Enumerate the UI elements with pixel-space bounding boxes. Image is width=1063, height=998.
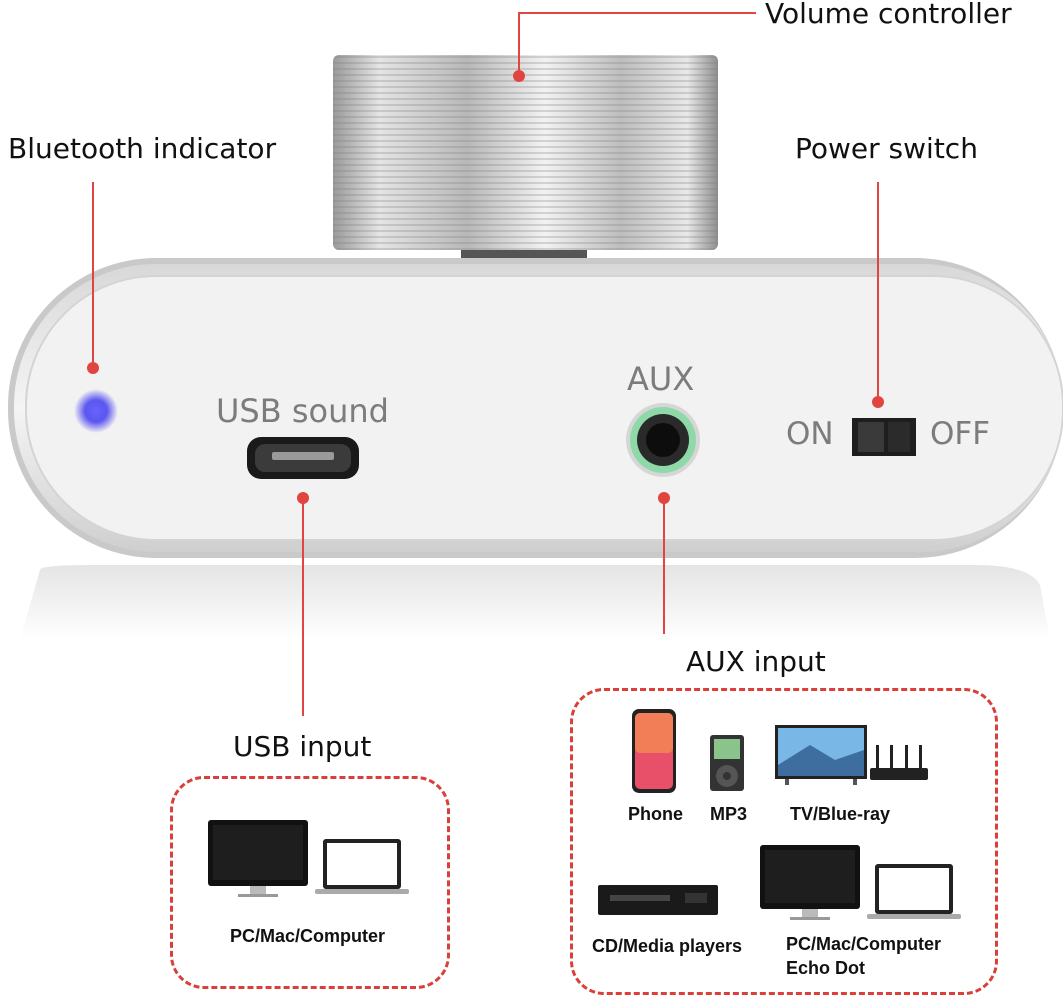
aux-callout-line [663,498,665,634]
mp3-player-icon [710,735,744,791]
tv-icon [775,725,867,785]
laptop-icon [315,839,409,894]
amplifier-illustration [8,55,1063,640]
aux-label: AUX [627,360,695,398]
usb-pc-label: PC/Mac/Computer [230,926,386,946]
usb-sound-label: USB sound [216,392,389,430]
aux-devices-icons-row2 [598,845,961,920]
bluetooth-led [74,389,118,433]
aux-devices-box [570,688,998,995]
aux-input-label: AUX input [686,645,826,678]
amplifier-body [8,258,1063,558]
monitor-icon [760,845,860,920]
volume-callout-line-v [518,12,520,74]
volume-knob [333,55,718,260]
usb-devices-box [170,776,450,989]
off-label: OFF [930,416,991,452]
aux-phone-label: Phone [628,804,684,824]
power-switch [852,418,916,456]
bluetooth-indicator-label: Bluetooth indicator [8,132,277,165]
laptop-icon [867,864,961,919]
usb-port [247,437,359,479]
power-callout-dot [872,396,884,408]
phone-icon [632,709,676,793]
aux-pc-label: PC/Mac/Computer [786,934,942,954]
on-label: ON [786,416,834,452]
aux-jack [626,403,700,477]
power-callout-line [877,182,879,402]
usb-callout-line [302,498,304,716]
cd-player-icon [598,885,718,915]
usb-devices-icons [208,820,409,897]
bluetooth-callout-line [92,182,94,368]
power-switch-label: Power switch [795,132,978,165]
volume-controller-label: Volume controller [765,0,1012,30]
aux-echo-label: Echo Dot [786,958,865,978]
monitor-icon [208,820,308,897]
aux-devices-icons-row1 [632,709,928,793]
bluetooth-callout-dot [87,362,99,374]
aux-tv-label: TV/Blue-ray [790,804,891,824]
aux-mp3-label: MP3 [710,804,748,824]
aux-cd-label: CD/Media players [592,936,743,956]
usb-input-label: USB input [233,730,372,763]
volume-callout-line-h [518,12,756,14]
router-icon [870,745,928,780]
volume-callout-dot [513,70,525,82]
